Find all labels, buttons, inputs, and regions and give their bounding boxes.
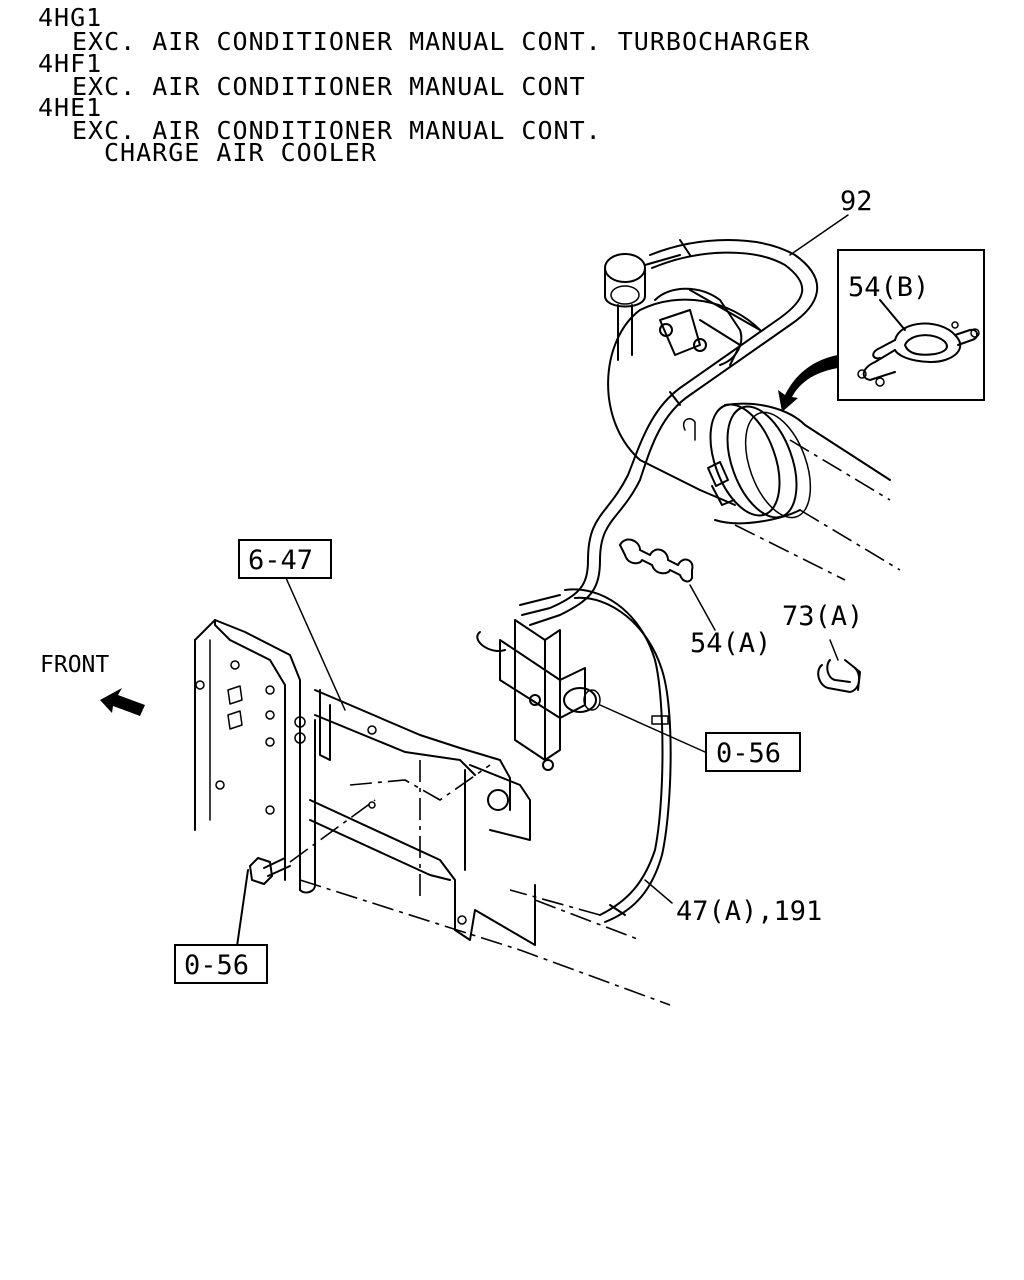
turbocharger-assembly [604,253,901,581]
header-desc-4he1-cont: CHARGE AIR COOLER [104,138,377,167]
header-engine-4hf1: 4HF1 [38,49,102,78]
clip-54a [619,538,716,631]
label-part-73a: 73(A) [782,601,863,632]
header-engine-4hg1: 4HG1 [38,3,102,32]
leader-lines [285,214,849,904]
box-6-47 [238,539,332,579]
frame-bracket-6-47 [194,619,671,1006]
callouts: 92 54(B) 6-47 54(A) 73(A) FRONT 0-56 47(… [40,186,929,984]
header-desc-4hf1: EXC. AIR CONDITIONER MANUAL CONT [72,72,586,101]
clip-73a [817,639,861,693]
header-block: 4HG1 EXC. AIR CONDITIONER MANUAL CONT. T… [38,3,810,167]
label-part-0-56-right: 0-56 [716,738,781,769]
hose-47a [509,588,672,923]
box-0-56-left [174,944,268,984]
header-desc-4hg1: EXC. AIR CONDITIONER MANUAL CONT. TURBOC… [72,27,810,56]
label-part-54a: 54(A) [690,628,771,659]
label-part-54b: 54(B) [848,272,929,303]
label-part-92: 92 [840,186,873,217]
header-engine-4he1: 4HE1 [38,93,102,122]
header-desc-4he1: EXC. AIR CONDITIONER MANUAL CONT. [72,116,602,145]
arrow-icon [100,688,145,716]
label-part-47a-191: 47(A),191 [676,896,822,927]
label-part-6-47: 6-47 [248,545,313,576]
vsv-valve [476,594,601,771]
detail-box-54b [778,249,985,412]
box-0-56-right [705,732,801,772]
label-front: FRONT [40,652,109,678]
vacuum-hose-92 [521,239,819,626]
bolt-0-56 [234,799,376,961]
label-part-0-56-left: 0-56 [184,950,249,981]
